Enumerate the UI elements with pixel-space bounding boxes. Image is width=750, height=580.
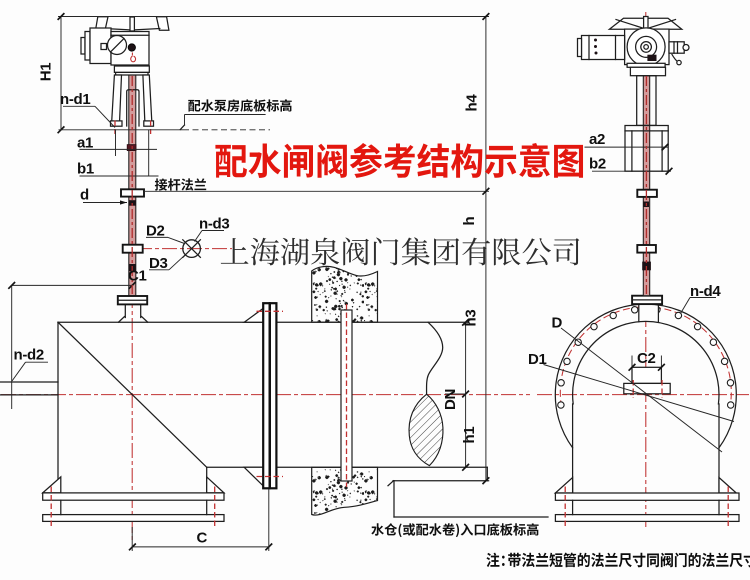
label-d: d <box>80 187 89 204</box>
concrete-wall <box>311 265 379 516</box>
gear-circle-center <box>643 43 650 50</box>
label-C: C <box>197 530 208 547</box>
wall-flange <box>242 302 283 490</box>
name-plate <box>647 54 657 61</box>
yoke-leg-right <box>142 74 153 125</box>
stem-nut2-r <box>642 261 651 271</box>
stem-centerline-dashes <box>131 76 648 294</box>
red-seal-drop <box>130 52 137 63</box>
gate-nut <box>623 366 671 398</box>
label-b2: b2 <box>589 156 606 173</box>
section-lens <box>408 393 444 467</box>
valve-body-left <box>57 321 264 494</box>
pipe-left <box>0 321 488 482</box>
mount-plate2 <box>114 71 149 76</box>
stem-nut1 <box>128 200 136 206</box>
label-h1: h1 <box>461 427 478 444</box>
label-n-d3: n-d3 <box>199 216 229 233</box>
label-DN: DN <box>442 389 459 410</box>
label-h: h <box>461 216 478 225</box>
yoke-slot <box>126 89 140 127</box>
yoke-leg-left <box>110 74 123 125</box>
yoke-foot-left <box>109 120 123 127</box>
bolt-symbol-nd3 <box>181 238 202 259</box>
label-h3: h3 <box>463 310 480 327</box>
indicator-knob <box>127 43 136 52</box>
label-a1: a1 <box>77 135 93 152</box>
base-left <box>41 475 226 528</box>
label-D2: D2 <box>146 223 165 240</box>
wall-upper-block <box>311 265 379 323</box>
label-n-d4: n-d4 <box>690 283 721 300</box>
pipe-break <box>408 321 444 467</box>
callout-stem-flange <box>154 178 207 191</box>
bonnet-neck-mask <box>638 304 659 322</box>
label-a2: a2 <box>589 131 605 148</box>
yoke-left <box>109 74 155 134</box>
watermark <box>220 237 580 266</box>
motor-cap <box>84 30 91 61</box>
base-right <box>553 476 740 528</box>
note <box>486 552 750 568</box>
label-b1: b1 <box>77 161 94 178</box>
label-D: D <box>552 315 563 332</box>
right-view <box>543 15 740 528</box>
actuator-right <box>576 15 690 127</box>
wall-lower-block <box>311 466 379 516</box>
bonnet-left <box>116 295 149 324</box>
label-C1: C1 <box>128 268 147 285</box>
yoke-foot-right <box>143 120 155 127</box>
support-bracket <box>624 124 669 172</box>
label-H1: H1 <box>38 63 55 82</box>
inlet-floor <box>387 479 549 518</box>
label-D1: D1 <box>528 351 547 368</box>
callout-pump-floor <box>188 99 292 112</box>
stem-flange1-r <box>636 188 658 198</box>
label-h4: h4 <box>464 94 481 112</box>
mount-flange-right <box>629 66 667 77</box>
diameter-leaders <box>543 327 735 453</box>
motor-right <box>580 34 626 61</box>
embedded-flange <box>340 304 353 487</box>
label-C2: C2 <box>637 350 656 367</box>
shaft-right <box>668 41 685 54</box>
drawing-title <box>215 143 584 178</box>
callout-inlet-floor <box>371 523 539 538</box>
label-n-d2: n-d2 <box>14 347 44 364</box>
flange-bolt-circle <box>557 306 735 409</box>
dim-labels: H1 n-d1 a1 b1 d D2 n-d3 D3 C1 n-d2 C h4 … <box>14 63 722 547</box>
label-n-d1: n-d1 <box>60 91 90 108</box>
motor-endcap <box>576 37 583 58</box>
actuator-left <box>80 16 170 76</box>
label-D3: D3 <box>149 255 168 272</box>
left-view <box>0 16 549 528</box>
mount-plate1 <box>113 65 150 74</box>
